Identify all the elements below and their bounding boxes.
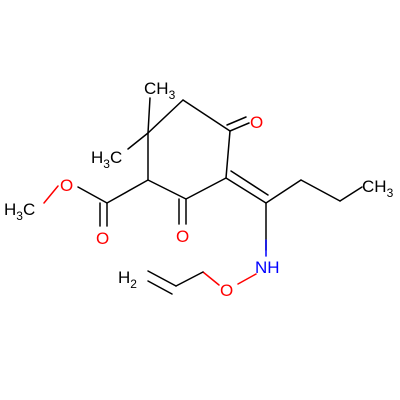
cyclohexane-ring — [147, 99, 231, 200]
bond-calkene-ch2 — [265, 179, 302, 204]
bond-n-o — [237, 273, 257, 285]
bond-ch2-ch — [175, 271, 204, 287]
amine-linkage — [237, 202, 267, 285]
bond-ch2-ch3 — [339, 186, 363, 202]
label-h3c-left: H3C — [91, 148, 122, 171]
methyl-ester — [43, 179, 149, 227]
label-h3c-ester: H3C — [4, 200, 35, 223]
label-carbonyl-o-ester: O — [96, 229, 109, 248]
label-nh: NH — [255, 258, 280, 277]
ketone-bottom — [178, 198, 187, 225]
label-h2-vinyl: H2 — [118, 268, 137, 291]
label-ketone-top-o: O — [250, 113, 263, 132]
bond-ch-ch2-b — [147, 280, 173, 295]
label-ester-o: O — [60, 176, 73, 195]
label-ether-o: O — [220, 281, 233, 300]
bond-ring-c5-c6 — [147, 99, 184, 134]
propyl-chain — [265, 179, 363, 204]
bond-c5-ch3-left — [127, 132, 149, 150]
bond-c2-calkene-a — [225, 177, 267, 204]
bond-c5-ch3-top — [147, 97, 151, 134]
bond-o-ch2 — [202, 271, 220, 286]
exocyclic-alkene — [225, 170, 269, 204]
bond-ring-c1-c2 — [225, 130, 231, 179]
label-ketone-bottom-o: O — [176, 227, 189, 246]
bond-o-ch3 — [43, 185, 59, 204]
bond-ch2-ch2 — [300, 179, 341, 202]
allyl-group — [147, 270, 220, 295]
label-ch3-propyl: CH3 — [362, 177, 394, 200]
bond-cester-o-single — [77, 186, 108, 204]
bond-ring-c6-c1 — [182, 99, 231, 132]
bond-c4-cester — [106, 179, 149, 204]
bond-ring-c2-c3 — [185, 177, 227, 200]
bond-c2-calkene-b — [230, 170, 269, 196]
label-ch3-top: CH3 — [144, 79, 176, 102]
bond-c1-o-b — [226, 116, 247, 126]
bond-ring-c3-c4 — [147, 179, 187, 200]
bond-ch-ch2-a — [147, 270, 177, 287]
ketone-top — [226, 116, 250, 132]
gem-dimethyl — [127, 97, 151, 150]
bond-c1-o-a — [229, 122, 250, 132]
